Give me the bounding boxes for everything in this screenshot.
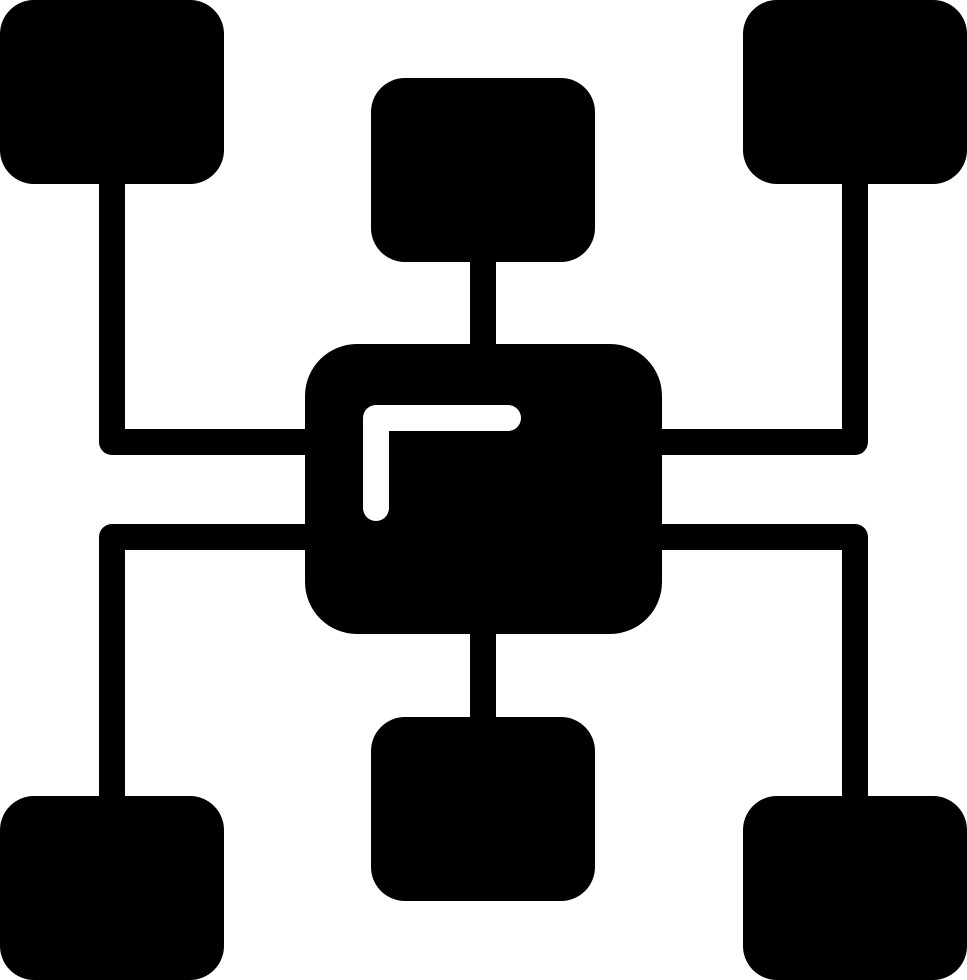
connector-lines (99, 162, 868, 818)
connector-top-right (637, 162, 868, 455)
hub-box (305, 344, 662, 634)
connector-top-left (99, 162, 331, 455)
node-bottom-right (743, 796, 967, 980)
connector-bottom-right (637, 524, 868, 818)
connector-bottom-left (99, 524, 331, 818)
node-top-right (743, 0, 967, 184)
node-top-left (0, 0, 224, 184)
node-bottom-center (371, 717, 595, 901)
hub-highlight (363, 405, 521, 521)
node-top-center (371, 78, 595, 262)
node-bottom-left (0, 796, 224, 980)
